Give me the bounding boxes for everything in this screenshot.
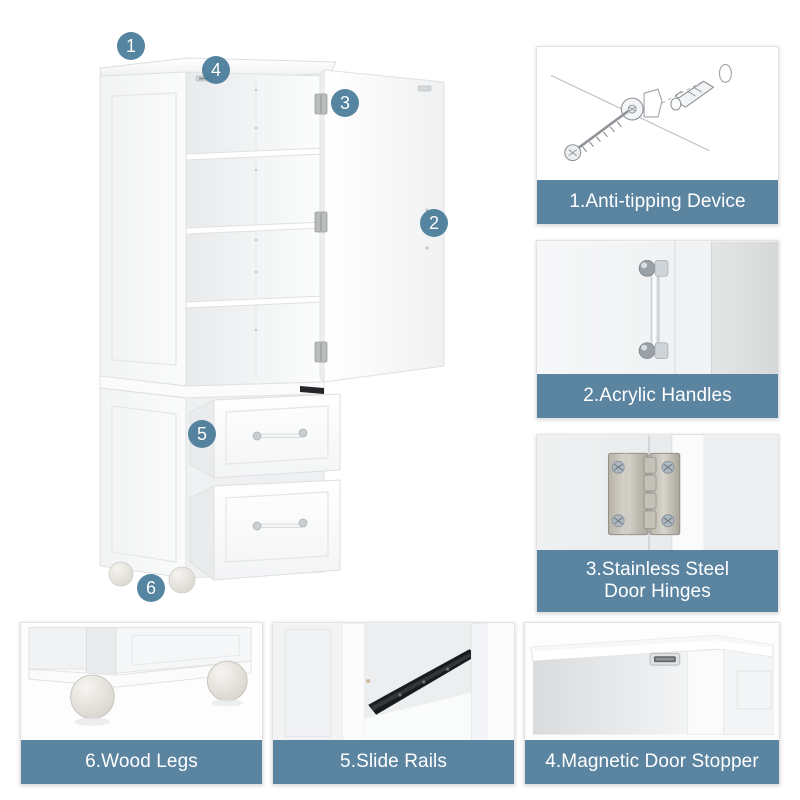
- screw-icon: [564, 109, 630, 162]
- hero-badge-2[interactable]: 2: [420, 209, 448, 237]
- slide-rail-icon: [368, 649, 478, 715]
- magnetic-stopper-photo: [525, 623, 779, 742]
- hero-badge-6-label: 6: [145, 578, 156, 598]
- wood-leg: [168, 566, 196, 594]
- door-hinges-caption: 3.Stainless Steel Door Hinges: [537, 550, 778, 612]
- screw-icon: [611, 460, 675, 528]
- drawer-upper: [189, 393, 341, 479]
- hero-badge-3-label: 3: [339, 93, 350, 113]
- acrylic-handles-photo: [537, 241, 778, 376]
- cabinet-left-side-panel: [99, 71, 187, 387]
- feature-panel-magnetic-stopper[interactable]: 4.Magnetic Door Stopper: [524, 622, 780, 785]
- acrylic-handle-photo: [537, 241, 778, 376]
- hinge-icon: [607, 452, 681, 536]
- hero-badge-6[interactable]: 6: [137, 574, 165, 602]
- slide-rails-caption-text: 5.Slide Rails: [340, 751, 447, 773]
- stainless-steel-door-hinge: [314, 93, 328, 363]
- wood-leg: [108, 561, 134, 587]
- slide-rail-photo: [273, 623, 514, 742]
- hero-badge-1-label: 1: [125, 36, 136, 56]
- acrylic-handles-caption-text: 2.Acrylic Handles: [583, 385, 732, 407]
- anti-tipping-photo: [537, 47, 778, 182]
- acrylic-handle: [252, 428, 308, 441]
- drawer-lower: [189, 479, 341, 581]
- hero-badge-3[interactable]: 3: [331, 89, 359, 117]
- door-hinges-caption-line2: Door Hinges: [604, 581, 711, 602]
- door-hinge-photo: [537, 435, 778, 552]
- magnetic-stopper-caption-text: 4.Magnetic Door Stopper: [545, 751, 759, 773]
- cabinet-illustration: [99, 57, 445, 594]
- door-hinges-caption-line1: 3.Stainless Steel: [585, 559, 730, 581]
- feature-panel-slide-rails[interactable]: 5.Slide Rails: [272, 622, 515, 785]
- magnetic-door-stopper-icon: [649, 652, 681, 666]
- hero-badge-4[interactable]: 4: [202, 56, 230, 84]
- anti-tipping-diagram: [537, 47, 778, 182]
- slide-rails-photo: [273, 623, 514, 742]
- magnetic-stopper-photo: [525, 623, 779, 742]
- hero-product-image: 1 4 3 2 5 6: [0, 0, 520, 615]
- acrylic-handles-caption: 2.Acrylic Handles: [537, 374, 778, 418]
- feature-panel-wood-legs[interactable]: 6.Wood Legs: [20, 622, 263, 785]
- hero-badge-2-label: 2: [428, 213, 439, 233]
- wood-legs-caption: 6.Wood Legs: [21, 740, 262, 784]
- wall-anchor-icon: [670, 80, 715, 111]
- wood-legs-photo: [21, 623, 262, 742]
- wood-legs-caption-text: 6.Wood Legs: [85, 751, 198, 773]
- magnetic-stopper-caption: 4.Magnetic Door Stopper: [525, 740, 779, 784]
- wood-leg: [206, 660, 248, 702]
- acrylic-handle: [252, 518, 308, 531]
- hero-badge-1[interactable]: 1: [117, 32, 145, 60]
- hero-badge-5[interactable]: 5: [188, 420, 216, 448]
- acrylic-handle-icon: [638, 260, 669, 359]
- hero-badge-5-label: 5: [196, 424, 207, 444]
- door-hinges-caption-text: 3.Stainless Steel Door Hinges: [586, 559, 729, 603]
- wood-leg: [70, 674, 115, 720]
- hero-badge-4-label: 4: [210, 60, 221, 80]
- wood-legs-photo: [21, 623, 262, 742]
- door-hinges-photo: [537, 435, 778, 552]
- anti-tipping-caption: 1.Anti-tipping Device: [537, 180, 778, 224]
- feature-panel-acrylic-handles[interactable]: 2.Acrylic Handles: [536, 240, 779, 419]
- feature-panel-anti-tipping[interactable]: 1.Anti-tipping Device: [536, 46, 779, 225]
- anti-tipping-caption-text: 1.Anti-tipping Device: [569, 191, 746, 213]
- wood-legs: [108, 561, 196, 594]
- slide-rails-caption: 5.Slide Rails: [273, 740, 514, 784]
- feature-panel-door-hinges[interactable]: 3.Stainless Steel Door Hinges: [536, 434, 779, 613]
